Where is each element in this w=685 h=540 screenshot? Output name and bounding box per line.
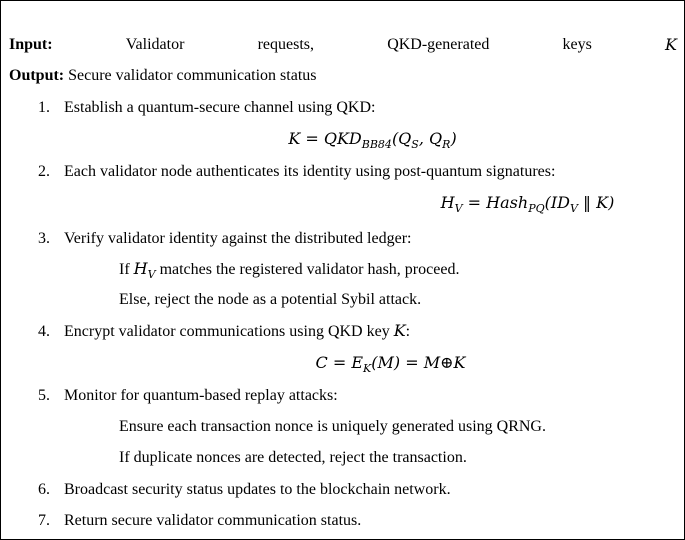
step-number: 4. xyxy=(38,323,50,340)
step-number: 5. xyxy=(38,387,50,404)
equation-hash: HV = HashPQ(IDV ‖ K) xyxy=(440,193,615,215)
output-label: Output: xyxy=(9,67,65,84)
step-number: 7. xyxy=(38,512,50,529)
input-word: requests, xyxy=(257,36,315,53)
step-number: 1. xyxy=(38,99,50,116)
output-line: Output: Secure validator communication s… xyxy=(9,66,317,86)
step-text: Establish a quantum-secure channel using… xyxy=(64,99,376,116)
step-5-ensure-line: Ensure each transaction nonce is uniquel… xyxy=(119,418,546,435)
step-number: 2. xyxy=(38,163,50,180)
input-key-var: K xyxy=(665,35,677,54)
step-2: 2. Each validator node authenticates its … xyxy=(38,162,555,182)
equation-qkd: K = QKDBB84(QS, QR) xyxy=(288,129,457,151)
step-5: 5. Monitor for quantum-based replay attac… xyxy=(38,386,338,406)
step-3-else-line: Else, reject the node as a potential Syb… xyxy=(119,291,422,308)
step-7: 7. Return secure validator communication … xyxy=(38,511,361,531)
step-1: 1. Establish a quantum-secure channel usi… xyxy=(38,98,375,118)
step-text: Encrypt validator communications using Q… xyxy=(64,323,390,340)
step-number: 6. xyxy=(38,481,50,498)
input-line: Input: Validator requests, QKD-generated… xyxy=(9,35,677,55)
step-3: 3. Verify validator identity against the … xyxy=(38,229,411,249)
step-text: Verify validator identity against the di… xyxy=(64,230,412,247)
step-4: 4. Encrypt validator communications using… xyxy=(38,321,411,340)
equation-encrypt: C = EK(M) = M⊕K xyxy=(315,353,466,375)
step-5-duplicate-line: If duplicate nonces are detected, reject… xyxy=(119,449,467,466)
input-label: Input: xyxy=(9,36,53,53)
step-3-if-line: If HV matches the registered validator h… xyxy=(119,259,460,281)
step-text: Return secure validator communication st… xyxy=(64,512,362,529)
input-word: Validator xyxy=(125,36,185,53)
input-word: keys xyxy=(562,36,592,53)
step-text: Monitor for quantum-based replay attacks… xyxy=(64,387,338,404)
step-number: 3. xyxy=(38,230,50,247)
step-6: 6. Broadcast security status updates to t… xyxy=(38,480,451,500)
step-text: Each validator node authenticates its id… xyxy=(64,163,556,180)
input-word: QKD-generated xyxy=(387,36,490,53)
output-text: Secure validator communication status xyxy=(68,67,317,84)
step-text: Broadcast security status updates to the… xyxy=(64,481,451,498)
